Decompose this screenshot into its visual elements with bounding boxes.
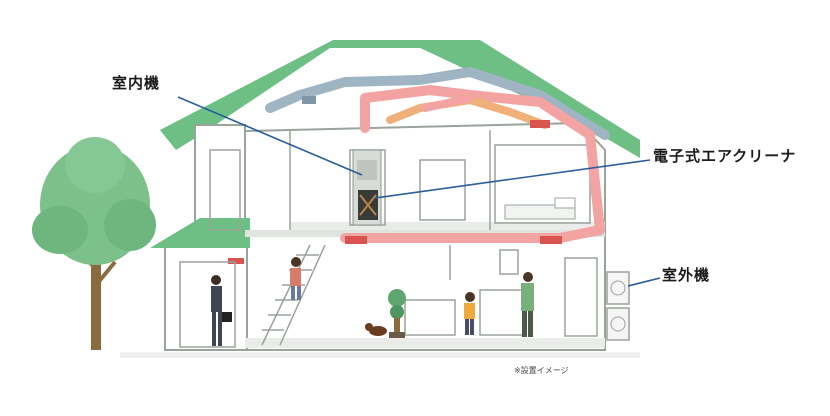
duct-pink: [340, 85, 605, 243]
installation-note: ※設置イメージ: [514, 366, 569, 375]
tree-icon: [32, 137, 156, 350]
ground: [120, 352, 640, 358]
duct-pink-short: [421, 94, 474, 112]
dog-icon: [365, 323, 387, 336]
staircase: [261, 244, 326, 346]
duct-gray: [265, 67, 610, 140]
leader-air-cleaner: [374, 159, 651, 199]
plant-icon: [388, 289, 406, 338]
leader-outdoor-unit: [627, 277, 661, 287]
leader-lines: [177, 96, 661, 287]
person-icon: [464, 292, 475, 335]
person-icon: [521, 272, 534, 337]
leader-indoor-unit: [177, 96, 363, 176]
label-indoor-unit: 室内機: [112, 74, 161, 92]
label-outdoor-unit: 室外機: [662, 266, 711, 284]
duct-network: [265, 67, 610, 243]
indoor-unit-cabinet: [352, 149, 382, 226]
bed: [504, 197, 576, 220]
duct-vents: [228, 96, 562, 264]
person-icon: [290, 257, 301, 300]
lower-floor: [245, 338, 605, 348]
label-electronic-air-cleaner: 電子式エアクリーナ: [653, 147, 797, 165]
upper-floor: [290, 222, 605, 230]
person-icon: [211, 275, 232, 346]
outdoor-unit: [606, 271, 630, 341]
